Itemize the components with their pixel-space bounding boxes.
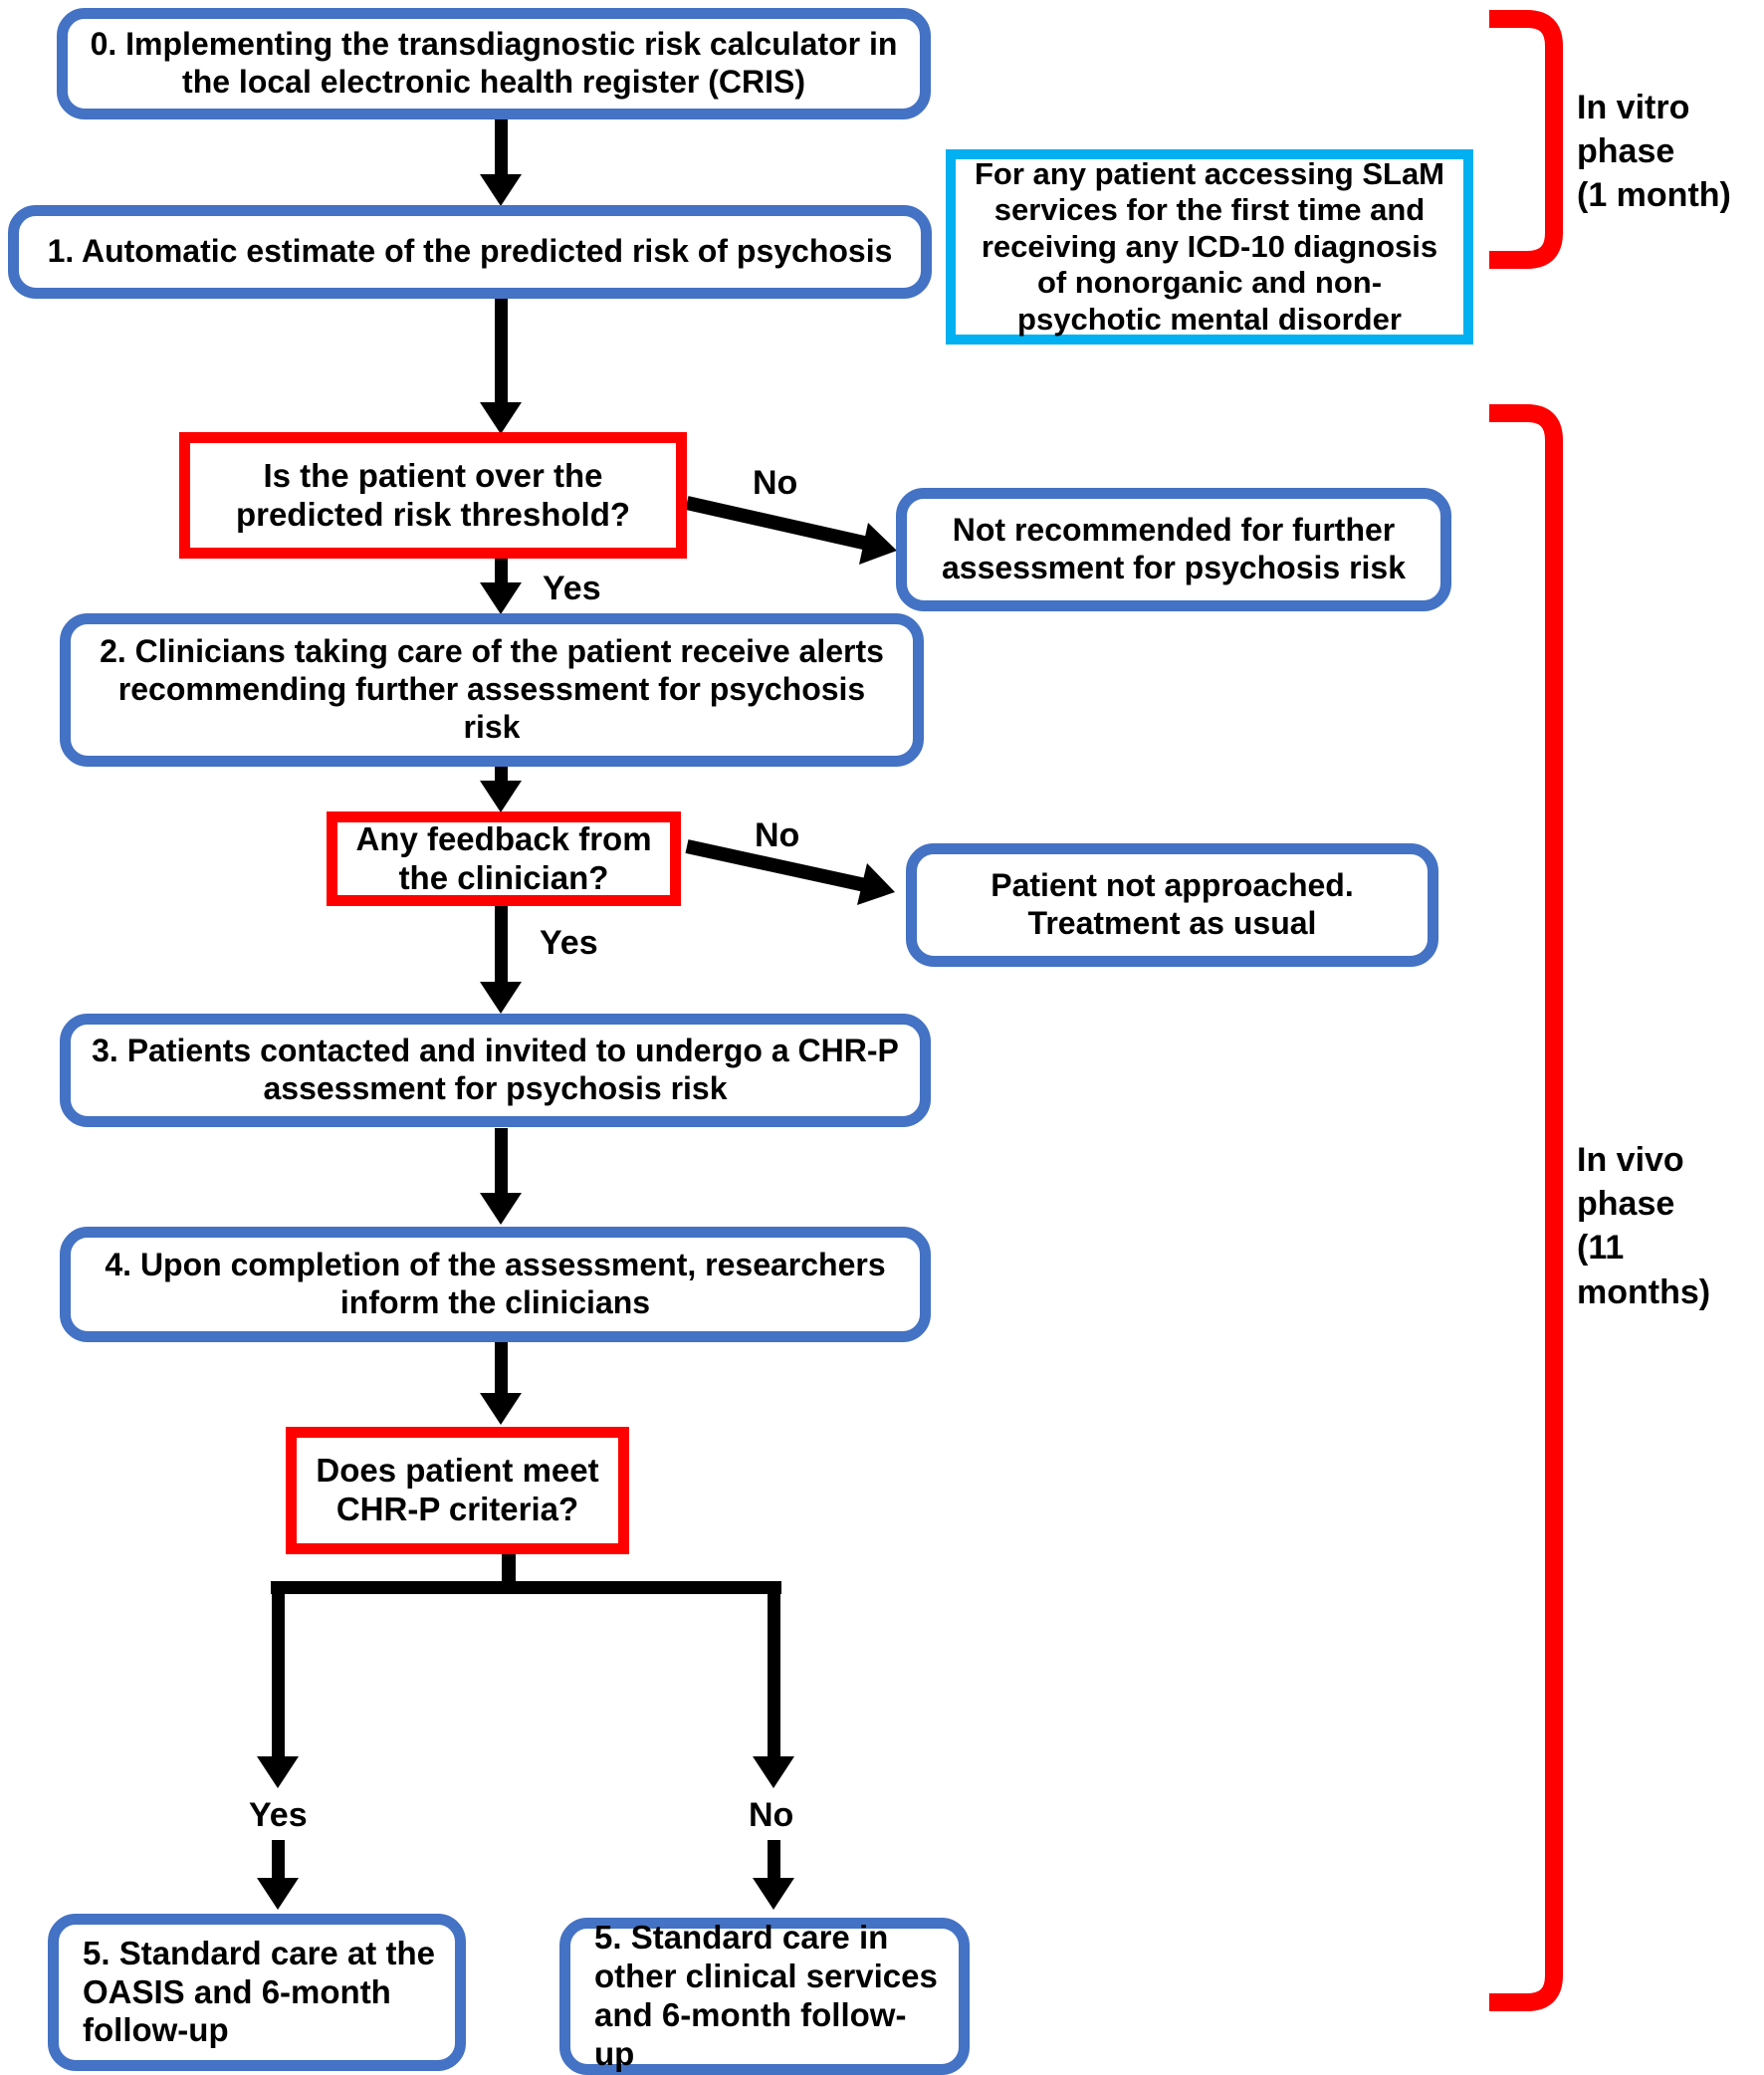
node-chrp-decision: Does patient meet CHR-P criteria? — [286, 1427, 629, 1554]
edge-label-risk-yes: Yes — [543, 570, 601, 607]
node-feedback-decision-label: Any feedback from the clinician? — [355, 819, 652, 896]
node-step5-oasis-label: 5. Standard care at the OASIS and 6-mont… — [83, 1934, 435, 2049]
node-risk-threshold-decision: Is the patient over the predicted risk t… — [179, 432, 687, 559]
edge-label-feedback-yes: Yes — [540, 924, 598, 962]
node-step3: 3. Patients contacted and invited to und… — [60, 1014, 931, 1127]
node-chrp-decision-label: Does patient meet CHR-P criteria? — [316, 1452, 599, 1527]
edge-label-risk-no: No — [753, 464, 798, 502]
edge-label-chrp-yes: Yes — [249, 1796, 308, 1834]
arrow-step3-to-step4 — [480, 1128, 522, 1225]
node-inclusion-note-label: For any patient accessing SLaM services … — [974, 155, 1445, 337]
node-feedback-decision: Any feedback from the clinician? — [327, 811, 681, 906]
node-risk-threshold-decision-label: Is the patient over the predicted risk t… — [235, 456, 631, 533]
edge-label-chrp-no: No — [749, 1796, 794, 1834]
in-vitro-phase-label: In vitro phase (1 month) — [1577, 89, 1731, 215]
in-vivo-phase-label: In vivo phase (11 months) — [1577, 1141, 1711, 1311]
node-step5-other: 5. Standard care in other clinical servi… — [559, 1918, 970, 2075]
chrp-branch-split — [257, 1553, 794, 1788]
arrow-step1-to-risk-decision — [480, 299, 522, 434]
node-step4: 4. Upon completion of the assessment, re… — [60, 1227, 931, 1342]
arrow-chrp-no-to-step5-other — [753, 1840, 794, 1910]
node-step0: 0. Implementing the transdiagnostic risk… — [57, 8, 931, 119]
arrow-chrp-yes-to-step5-oasis — [257, 1840, 299, 1910]
edge-label-feedback-no: No — [755, 816, 800, 854]
node-not-recommended-label: Not recommended for further assessment f… — [941, 512, 1406, 585]
arrow-step2-to-feedback-decision — [480, 766, 522, 812]
arrow-feedback-yes-to-step3 — [480, 904, 522, 1014]
node-step5-oasis: 5. Standard care at the OASIS and 6-mont… — [48, 1914, 466, 2071]
node-step2-label: 2. Clinicians taking care of the patient… — [100, 633, 884, 745]
node-step4-label: 4. Upon completion of the assessment, re… — [105, 1247, 886, 1320]
arrow-risk-yes-to-step2 — [480, 558, 522, 614]
node-not-approached-label: Patient not approached. Treatment as usu… — [991, 867, 1354, 941]
arrow-step4-to-chrp-decision — [480, 1342, 522, 1425]
arrow-step0-to-step1 — [480, 119, 522, 206]
arrow-risk-no-to-not-recommended — [685, 496, 897, 565]
arrow-feedback-no-to-not-approached — [685, 839, 895, 905]
in-vivo-phase-bracket — [1489, 404, 1563, 2011]
node-not-approached: Patient not approached. Treatment as usu… — [906, 843, 1438, 967]
node-inclusion-note: For any patient accessing SLaM services … — [946, 149, 1473, 345]
node-step2: 2. Clinicians taking care of the patient… — [60, 613, 924, 767]
node-step0-label: 0. Implementing the transdiagnostic risk… — [90, 26, 898, 100]
node-not-recommended: Not recommended for further assessment f… — [896, 488, 1451, 611]
node-step3-label: 3. Patients contacted and invited to und… — [92, 1033, 899, 1106]
in-vitro-phase-bracket — [1489, 10, 1563, 269]
node-step1: 1. Automatic estimate of the predicted r… — [8, 205, 932, 299]
node-step5-other-label: 5. Standard care in other clinical servi… — [594, 1919, 938, 2072]
node-step1-label: 1. Automatic estimate of the predicted r… — [47, 233, 893, 270]
